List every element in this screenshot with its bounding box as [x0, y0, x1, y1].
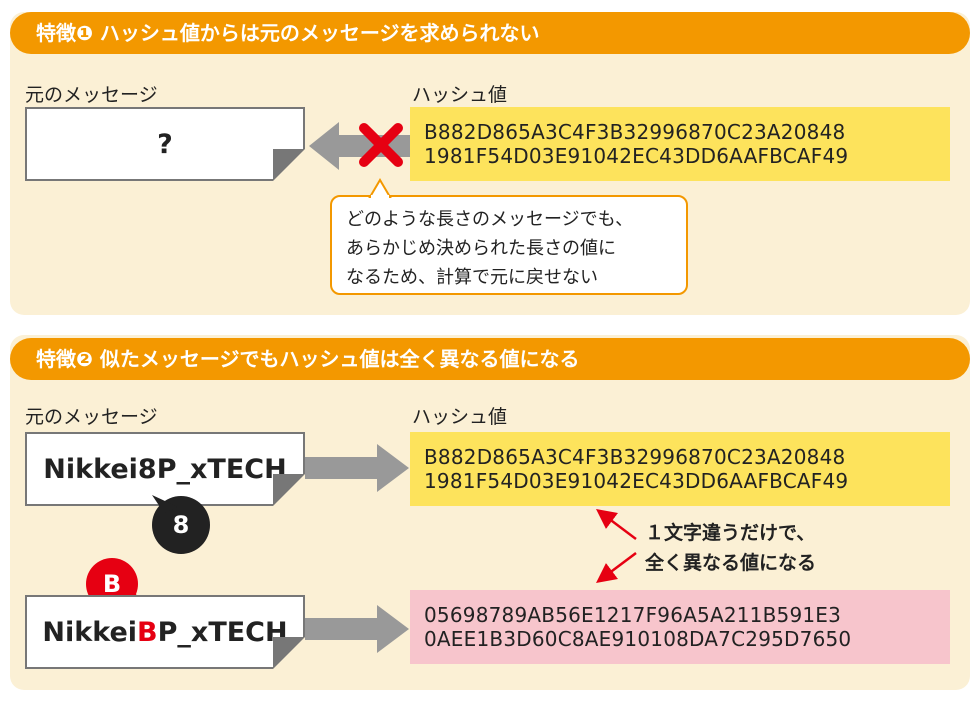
hash-line: B882D865A3C4F3B32996870C23A20848 — [424, 120, 846, 144]
badge-pointer — [152, 495, 178, 513]
reverse-arrow-icon — [309, 122, 410, 170]
hash-line: B882D865A3C4F3B32996870C23A20848 — [424, 445, 846, 469]
hash-line: 1981F54D03E91042EC43DD6AAFBCAF49 — [424, 144, 849, 168]
hash-line: 1981F54D03E91042EC43DD6AAFBCAF49 — [424, 469, 849, 493]
note-line: １文字違うだけで、 — [645, 522, 816, 544]
feature2-header: 特徴❷ 似たメッセージでもハッシュ値は全く異なる値になる — [10, 338, 970, 380]
hash-label: ハッシュ値 — [412, 406, 508, 428]
feature1-header: 特徴❶ ハッシュ値からは元のメッセージを求められない — [10, 12, 970, 54]
hash-label: ハッシュ値 — [412, 84, 508, 106]
original-message-box: ? — [25, 107, 305, 181]
hash-line: 0AEE1B3D60C8AE910108DA7C295D7650 — [424, 627, 852, 651]
note-line: 全く異なる値になる — [645, 552, 817, 574]
message-suffix: P_xTECH — [157, 616, 288, 648]
message-suffix: P_xTECH — [156, 453, 287, 485]
explanation-callout: どのような長さのメッセージでも、 あらかじめ決められた長さの値に なるため、計算… — [330, 195, 688, 295]
changed-char: B — [137, 616, 158, 648]
callout-line: あらかじめ決められた長さの値に — [346, 238, 616, 259]
unknown-message: ? — [157, 128, 173, 160]
hash-line: 05698789AB56E1217F96A5A211B591E3 — [424, 603, 842, 627]
message-label: 元のメッセージ — [25, 84, 158, 106]
cross-icon — [359, 123, 403, 167]
difference-note: １文字違うだけで、 全く異なる値になる — [645, 518, 816, 578]
message-char: 8 — [137, 453, 157, 485]
callout-pointer — [368, 178, 392, 198]
callout-line: どのような長さのメッセージでも、 — [346, 209, 634, 230]
callout-line: なるため、計算で元に戻せない — [346, 267, 598, 288]
comparison-arrows-icon — [596, 509, 637, 583]
message-prefix: Nikkei — [42, 616, 138, 648]
message-prefix: Nikkei — [43, 453, 138, 485]
badge-8: 8 — [152, 496, 210, 554]
hash-arrow-icon — [305, 444, 409, 492]
hash-arrow-icon — [305, 605, 409, 653]
message-label: 元のメッセージ — [25, 406, 158, 428]
